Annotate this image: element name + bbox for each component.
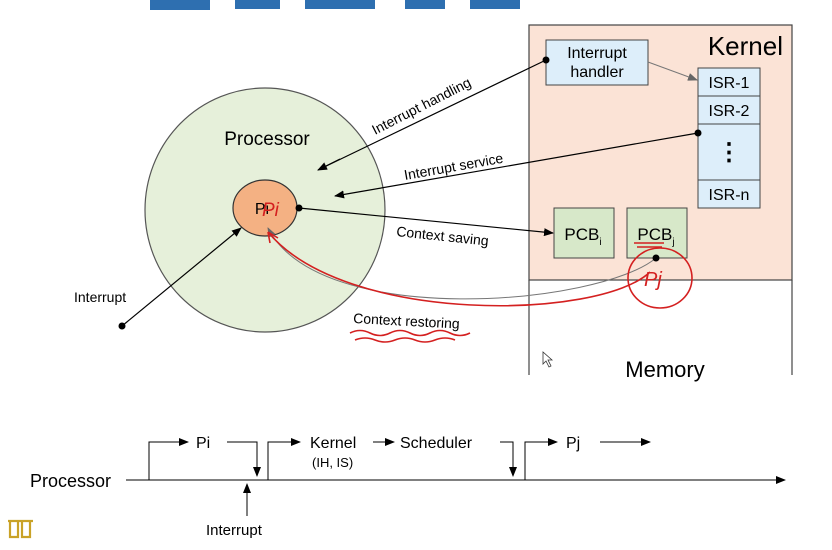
isr-box-2 xyxy=(697,95,761,125)
timeline-pi-step xyxy=(148,438,189,480)
context-saving-text: Context saving xyxy=(396,223,490,249)
pcb-i-box xyxy=(553,207,615,259)
interrupt-handler-line1: Interrupt xyxy=(567,45,627,62)
memory-label: Memory xyxy=(625,357,704,382)
handwritten-annotations xyxy=(267,231,693,343)
timeline-kernel-step xyxy=(267,438,301,480)
interrupt-service-arrow xyxy=(334,132,699,199)
pcb-j-label: PCBj xyxy=(637,225,674,248)
isr-stack: ISR-1 ISR-2 ⋮ ISR-n xyxy=(697,67,761,209)
isr-dots: ⋮ xyxy=(717,139,741,166)
timeline-pi-end xyxy=(227,441,261,477)
isr-label-2: ISR-2 xyxy=(709,103,750,120)
handwritten-pi: Pi xyxy=(262,200,280,221)
interrupt-handling-dot xyxy=(542,56,550,64)
interrupt-handler-line2: handler xyxy=(570,64,624,81)
kernel-title: Kernel xyxy=(708,31,783,61)
timeline: Processor Pi Interrupt Kernel (IH, IS) S… xyxy=(30,435,786,539)
timeline-interrupt-label: Interrupt xyxy=(206,522,263,539)
timeline-processor-label: Processor xyxy=(30,471,111,491)
context-saving-dot xyxy=(295,204,303,212)
timeline-pj-step xyxy=(524,438,558,480)
external-interrupt-text: Interrupt xyxy=(74,289,126,305)
timeline-pi: Pi xyxy=(196,435,210,452)
context-restoring-dot xyxy=(652,254,660,262)
red-squiggle-1 xyxy=(349,329,471,337)
red-pcbj-circle xyxy=(627,247,693,309)
interrupt-handling-text: Interrupt handling xyxy=(369,74,473,138)
processor-label: Processor xyxy=(224,129,310,150)
red-arrowhead xyxy=(267,231,279,244)
external-interrupt-arrow xyxy=(121,227,242,327)
context-saving-arrow xyxy=(298,207,554,237)
timeline-kernel-sub: (IH, IS) xyxy=(312,455,353,470)
context-restoring-curve xyxy=(267,227,657,300)
timeline-scheduler-end xyxy=(500,441,517,477)
interrupt-service-text: Interrupt service xyxy=(403,150,505,183)
university-logo xyxy=(8,519,33,539)
context-restoring-text: Context restoring xyxy=(353,310,460,332)
timeline-pj: Pj xyxy=(566,435,580,452)
interrupt-handler-box xyxy=(545,39,649,86)
red-squiggle-2 xyxy=(354,337,456,343)
mouse-cursor-icon xyxy=(542,351,554,368)
red-restoring-stroke xyxy=(267,231,651,307)
interrupt-service-dot xyxy=(694,129,702,137)
timeline-scheduler: Scheduler xyxy=(400,435,473,452)
handwritten-pj: Pj xyxy=(644,269,662,291)
cropped-title-fragment xyxy=(150,0,520,10)
isr-label-n: ISR-n xyxy=(709,187,750,204)
handler-to-isr-arrow xyxy=(647,61,698,81)
isr-box-dots xyxy=(697,123,761,181)
pcb-i-label: PCBi xyxy=(564,225,601,248)
interrupt-handling-arrowhead xyxy=(317,158,341,171)
isr-box-1 xyxy=(697,67,761,97)
isr-label-1: ISR-1 xyxy=(709,75,750,92)
timeline-kernel: Kernel xyxy=(310,435,356,452)
interrupt-handling-arrow xyxy=(317,59,547,171)
process-pi-label: Pi xyxy=(255,201,269,218)
pcb-j-box xyxy=(626,207,688,259)
external-interrupt-dot xyxy=(118,322,126,330)
isr-box-n xyxy=(697,179,761,209)
